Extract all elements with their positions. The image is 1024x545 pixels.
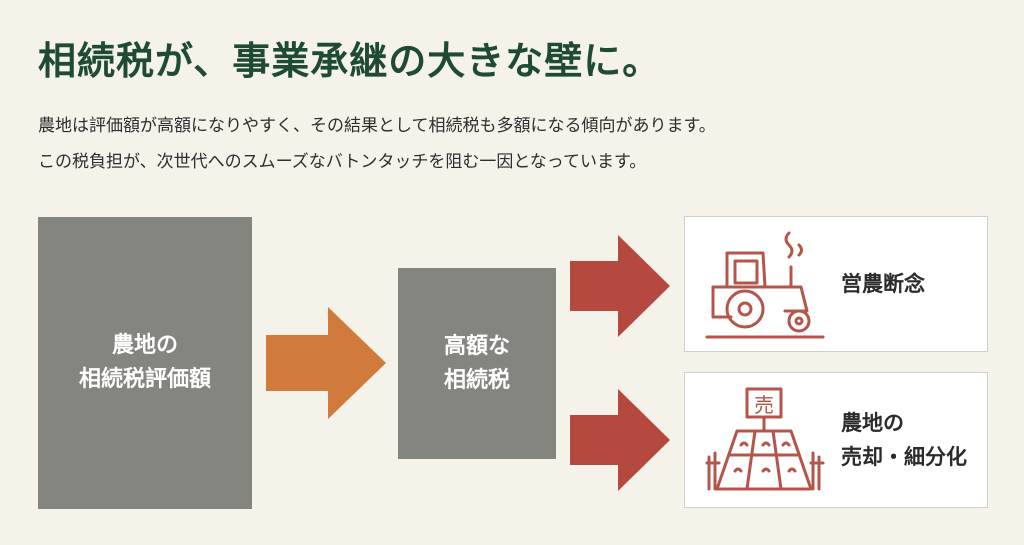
high-inheritance-tax-box: 高額な 相続税 <box>398 268 556 459</box>
page-title: 相続税が、事業承継の大きな壁に。 <box>38 38 662 83</box>
outcome-label-sell-subdivide: 農地の 売却・細分化 <box>841 373 967 507</box>
outcome-card-sell-subdivide: 売 農地の 売却・細分化 <box>684 372 988 508</box>
quit-farming-text: 営農断念 <box>841 272 925 296</box>
tractor-icon <box>705 231 825 339</box>
sell-subdivide-line-1: 農地の <box>841 411 904 435</box>
farmland-valuation-line-1: 農地の <box>111 333 178 358</box>
description: 農地は評価額が高額になりやすく、その結果として相続税も多額になる傾向があります。… <box>38 108 716 180</box>
arrow-upper-right-icon <box>570 235 670 337</box>
outcome-label-quit-farming: 営農断念 <box>841 217 925 351</box>
high-inheritance-tax-line-2: 相続税 <box>443 367 510 393</box>
sell-subdivide-line-2: 売却・細分化 <box>841 445 967 469</box>
arrow-lower-right-icon <box>570 389 670 491</box>
farmland-for-sale-icon: 売 <box>705 387 825 491</box>
description-line-2: この税負担が、次世代へのスムーズなバトンタッチを阻む一因となっています。 <box>38 152 647 172</box>
outcome-card-quit-farming: 営農断念 <box>684 216 988 352</box>
for-sale-sign-text: 売 <box>754 393 774 417</box>
arrow-right-icon <box>266 307 386 419</box>
description-line-1: 農地は評価額が高額になりやすく、その結果として相続税も多額になる傾向があります。 <box>38 116 716 136</box>
high-inheritance-tax-line-1: 高額な <box>443 333 510 359</box>
farmland-valuation-line-2: 相続税評価額 <box>78 367 211 392</box>
farmland-valuation-box: 農地の 相続税評価額 <box>38 217 252 509</box>
